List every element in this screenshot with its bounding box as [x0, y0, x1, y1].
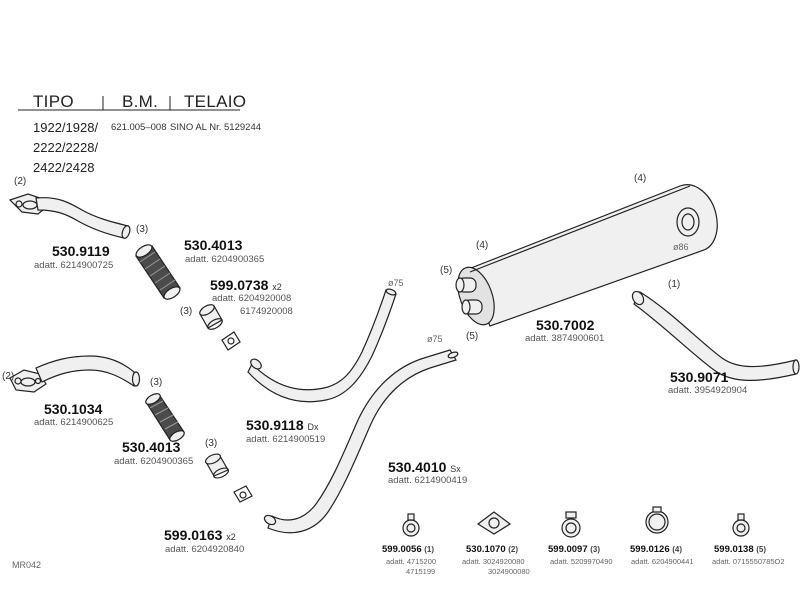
bm-value: 621.005–008	[111, 122, 167, 133]
diagram-code: MR042	[12, 560, 42, 570]
flexible-pipe-upper-drawing	[135, 244, 181, 300]
column-header-tipo: TIPO	[33, 92, 74, 111]
part-side: Sx	[450, 464, 461, 474]
callout-label: (3)	[180, 306, 193, 317]
part-adaptation: adatt. 6214900725	[34, 260, 114, 271]
small-part-ref: (1)	[424, 545, 435, 554]
small-part-ref: (4)	[672, 545, 683, 554]
intermediate-pipe-sx-drawing	[263, 349, 459, 534]
small-part-adaptation: 4715199	[406, 567, 436, 576]
part-number: 530.9118 Dx	[246, 417, 319, 433]
clamp-icon	[561, 511, 581, 538]
gasket-icon	[476, 511, 512, 535]
callout-label: (5)	[466, 331, 479, 342]
callout-label: (3)	[205, 438, 218, 449]
small-part-number: 530.1070 (2)	[466, 544, 519, 555]
callout-label: (4)	[476, 240, 489, 251]
part-adaptation: adatt. 6204900365	[185, 254, 265, 265]
callout-label: (3)	[136, 224, 149, 235]
part-number: 530.1034	[44, 401, 103, 417]
intermediate-pipe-dx-drawing	[247, 288, 397, 403]
column-header-telaio: TELAIO	[184, 92, 247, 111]
part-quantity: x2	[226, 532, 236, 542]
part-number: 530.4013	[122, 439, 181, 455]
part-quantity: x2	[272, 282, 282, 292]
tail-pipe-drawing	[631, 290, 800, 381]
small-part-adaptation: adatt. 6204900441	[631, 557, 694, 566]
flexible-pipe-lower-drawing	[145, 393, 185, 442]
part-adaptation: 6174920008	[240, 306, 293, 317]
part-number: 599.0163 x2	[164, 527, 236, 543]
part-number: 530.9071	[670, 369, 729, 385]
part-adaptation: adatt. 6214900625	[34, 417, 114, 428]
muffler-drawing	[455, 184, 718, 327]
front-pipe-upper-drawing	[8, 193, 131, 239]
sleeve-clamp-lower-drawing	[204, 453, 253, 503]
part-side: Dx	[307, 422, 319, 432]
telaio-value: SINO AL Nr. 5129244	[170, 122, 262, 133]
front-pipe-lower-drawing	[9, 355, 141, 393]
part-adaptation: adatt. 6204920840	[165, 544, 245, 555]
clamp-icon	[402, 513, 420, 537]
small-part-ref: (3)	[590, 545, 601, 554]
part-number: 530.7002	[536, 317, 595, 333]
part-number: 530.9119	[52, 243, 110, 259]
small-part-number: 599.0126 (4)	[630, 544, 683, 555]
callout-label: (2)	[14, 176, 27, 187]
part-number: 599.0738 x2	[210, 277, 282, 293]
part-adaptation: adatt. 6214900519	[246, 434, 326, 445]
part-adaptation: adatt. 6214900419	[388, 475, 468, 486]
part-number: 530.4010 Sx	[388, 459, 461, 475]
small-part-adaptation: adatt. 3024920080	[462, 557, 525, 566]
part-adaptation: adatt. 6204900365	[114, 456, 194, 467]
small-part-ref: (2)	[508, 545, 519, 554]
small-part-number: 599.0097 (3)	[548, 544, 601, 555]
pipe-diameter-label: ø75	[427, 334, 443, 344]
part-adaptation: adatt. 3874900601	[525, 333, 605, 344]
small-part-ref: (5)	[756, 545, 767, 554]
part-number: 530.4013	[184, 237, 243, 253]
model-list-item: 2422/2428	[33, 160, 95, 175]
small-part-number: 599.0056 (1)	[382, 544, 435, 555]
small-part-adaptation: adatt. 5209970490	[550, 557, 613, 566]
callout-label: (2)	[2, 371, 15, 382]
callout-label: (5)	[440, 265, 453, 276]
sleeve-clamp-upper-drawing	[199, 304, 241, 351]
small-part-adaptation: 3024900080	[488, 567, 530, 576]
small-part-adaptation: adatt. 4715200	[386, 557, 437, 566]
callout-label: (1)	[668, 279, 681, 290]
model-list-item: 1922/1928/	[33, 120, 99, 135]
callout-label: (3)	[150, 377, 163, 388]
clamp-icon	[732, 513, 750, 537]
pipe-diameter-label: ø86	[673, 242, 689, 252]
small-part-adaptation: adatt. 0715550785O2	[712, 557, 785, 566]
model-list-item: 2222/2228/	[33, 140, 99, 155]
column-header-bm: B.M.	[122, 92, 159, 111]
callout-label: (4)	[634, 173, 647, 184]
pipe-diameter-label: ø75	[388, 278, 404, 288]
band-clamp-icon	[645, 506, 669, 534]
part-adaptation: adatt. 3954920904	[668, 385, 748, 396]
small-part-number: 599.0138 (5)	[714, 544, 767, 555]
part-adaptation: adatt. 6204920008	[212, 293, 292, 304]
